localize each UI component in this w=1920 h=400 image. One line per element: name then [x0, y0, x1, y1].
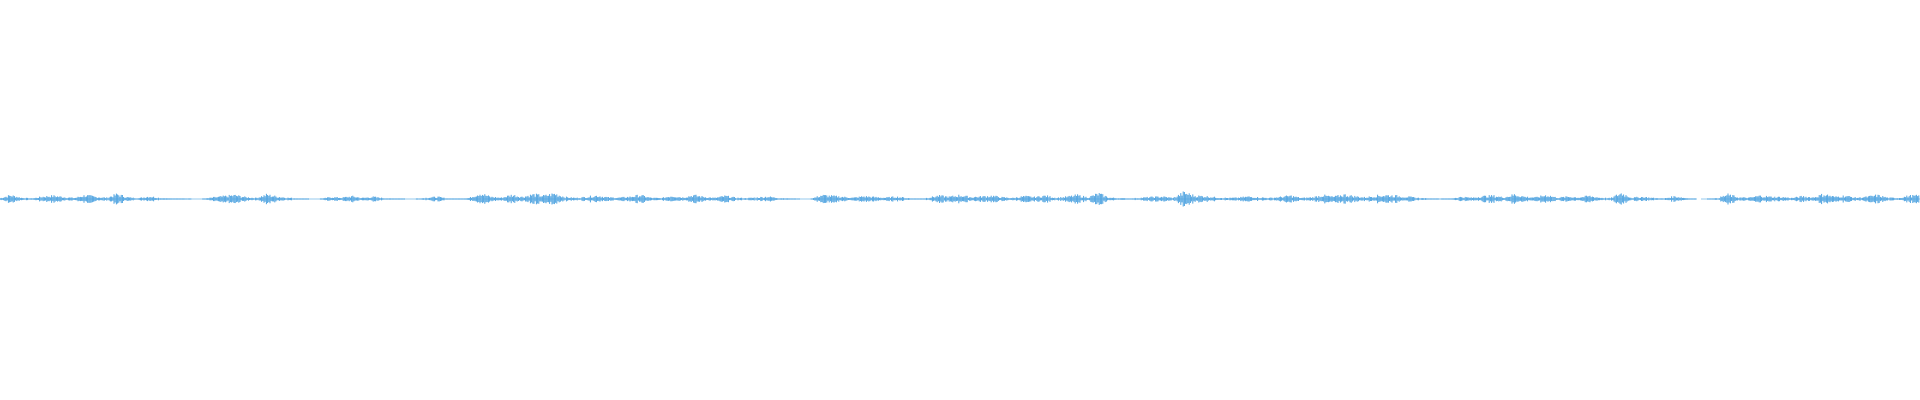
waveform-bars	[0, 191, 1920, 207]
